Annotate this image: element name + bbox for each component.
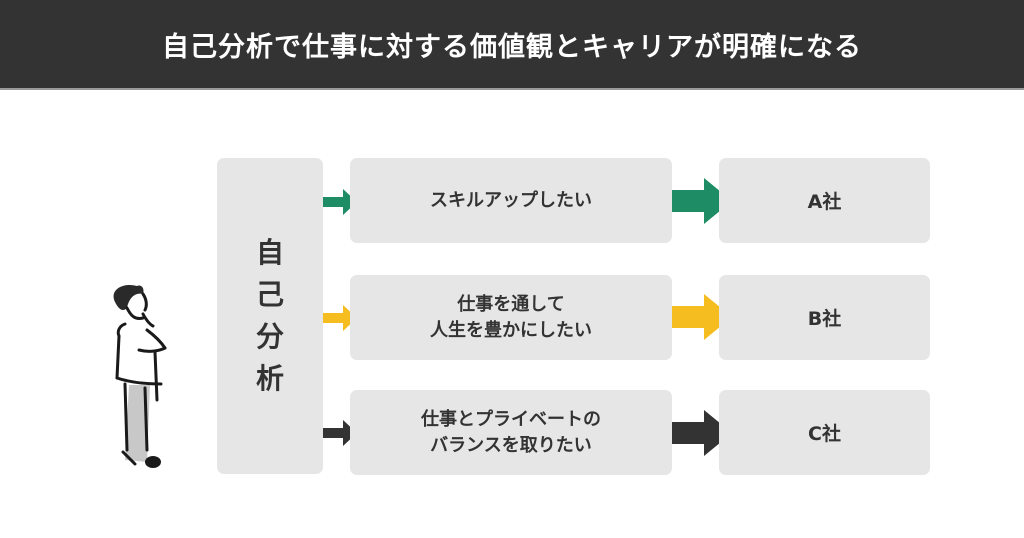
arrow-right-icon [672, 410, 732, 456]
company-box: A社 [719, 158, 930, 243]
company-box: C社 [719, 390, 930, 475]
self-analysis-box: 自己分析 [217, 158, 323, 474]
company-label: A社 [807, 191, 842, 213]
page-title: 自己分析で仕事に対する価値観とキャリアが明確になる [162, 31, 862, 63]
self-analysis-label: 自己分析 [255, 236, 284, 395]
arrow-right-icon [323, 305, 357, 331]
company-label: C社 [808, 423, 841, 445]
company-box: B社 [719, 275, 930, 360]
value-text: 仕事を通して 人生を豊かにしたい [430, 293, 592, 341]
value-box: 仕事を通して 人生を豊かにしたい [350, 275, 672, 360]
header-bar: 自己分析で仕事に対する価値観とキャリアが明確になる [0, 0, 1024, 90]
arrow-right-icon [323, 189, 357, 215]
arrow-right-icon [323, 420, 357, 446]
value-text: スキルアップしたい [430, 189, 592, 211]
value-box: 仕事とプライベートの バランスを取りたい [350, 390, 672, 475]
arrow-right-icon [672, 178, 732, 224]
thinking-person-icon [113, 284, 167, 468]
company-label: B社 [807, 308, 842, 330]
value-text: 仕事とプライベートの バランスを取りたい [421, 408, 601, 456]
value-box: スキルアップしたい [350, 158, 672, 243]
arrow-right-icon [672, 294, 732, 340]
